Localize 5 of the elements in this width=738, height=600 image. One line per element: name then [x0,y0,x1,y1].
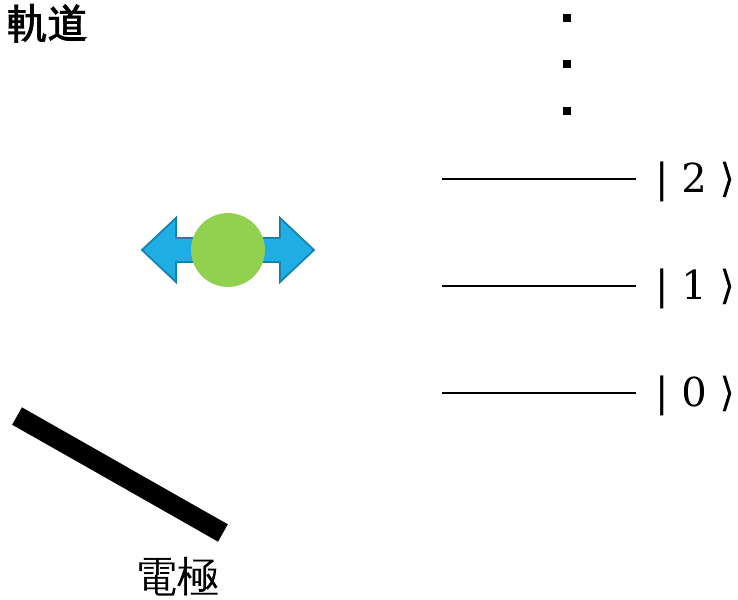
title-text: 軌道 [8,4,88,44]
state-label: | 1 ⟩ [655,266,735,306]
electrode-label: 電極 [135,556,219,598]
state-label: | 2 ⟩ [655,159,735,199]
state-label: | 0 ⟩ [655,373,735,413]
